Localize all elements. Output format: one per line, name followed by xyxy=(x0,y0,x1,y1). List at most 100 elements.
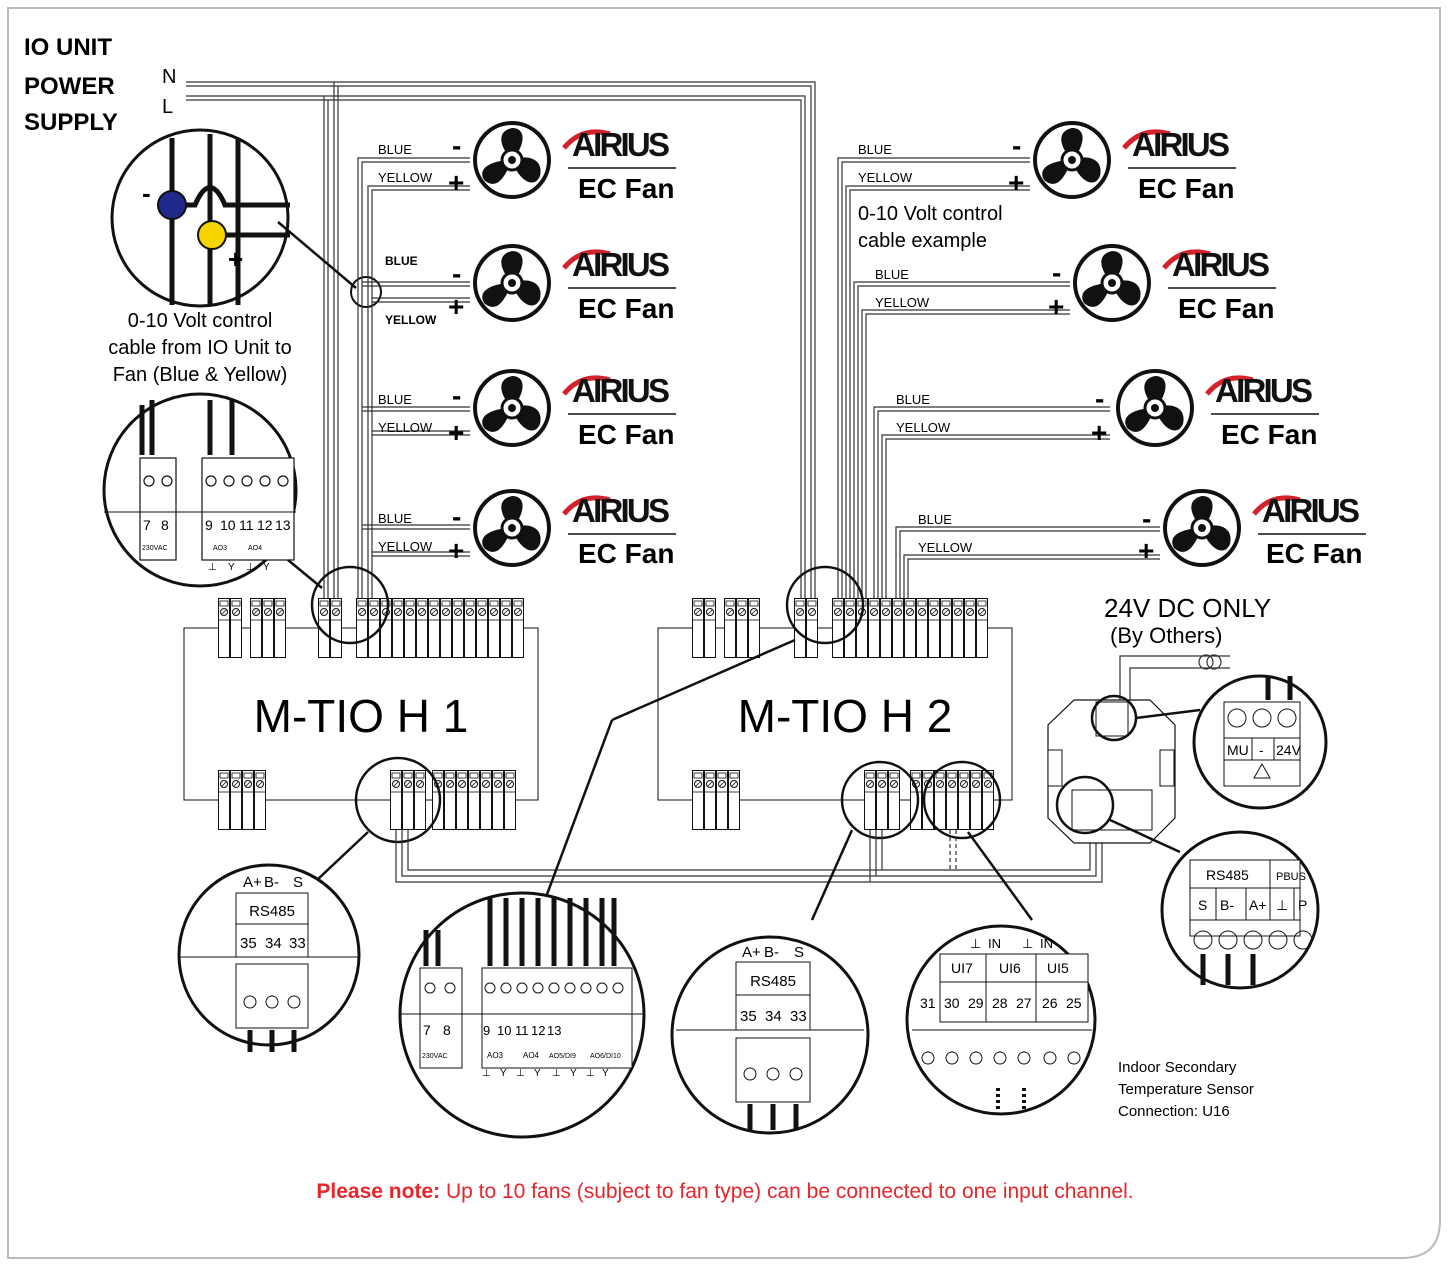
svg-text:AO4: AO4 xyxy=(523,1051,540,1060)
wire-yellow-label: YELLOW xyxy=(918,540,973,555)
wire-yellow-label: YELLOW xyxy=(858,170,913,185)
h1-rs485-zoom-marker xyxy=(354,756,442,844)
fan-icon xyxy=(1163,489,1241,567)
fan-minus: - xyxy=(1052,257,1061,288)
note-bold: Please note: xyxy=(316,1180,441,1203)
wire-yellow-label: YELLOW xyxy=(378,539,433,554)
svg-text:24V: 24V xyxy=(1276,742,1302,758)
svg-text:230VAC: 230VAC xyxy=(422,1053,448,1060)
fan-plus: + xyxy=(1048,291,1064,322)
fan-type-label: EC Fan xyxy=(1138,173,1234,204)
fan-left-2: BLUE YELLOW - + EC Fan xyxy=(385,246,676,327)
unit-h2-label: M-TIO H 2 xyxy=(738,690,953,742)
note-text: Up to 10 fans (subject to fan type) can … xyxy=(440,1180,1134,1203)
svg-text:12: 12 xyxy=(257,517,273,533)
svg-text:MU: MU xyxy=(1227,742,1249,758)
svg-text:230VAC: 230VAC xyxy=(142,545,168,552)
frame-border xyxy=(7,7,1441,1259)
svg-text:UI5: UI5 xyxy=(1047,960,1069,976)
zoom-minus: - xyxy=(142,178,151,208)
fan-right-1: BLUE YELLOW - + EC Fan xyxy=(858,121,1236,204)
svg-text:AO4: AO4 xyxy=(248,545,262,552)
h2-top-zoom-marker xyxy=(785,565,865,645)
zoom-ui-terminals: ⊥ IN ⊥ IN UI7 UI6 UI5 31 30 29 28 27 26 … xyxy=(905,924,1097,1116)
fan-left-3: BLUE YELLOW - + EC Fan xyxy=(378,369,676,450)
svg-text:11: 11 xyxy=(239,517,254,533)
svg-text:⊥: ⊥ xyxy=(1022,936,1033,951)
svg-text:33: 33 xyxy=(289,935,306,952)
svg-text:Y: Y xyxy=(534,1068,541,1079)
sensor-note-2: Temperature Sensor xyxy=(1118,1081,1254,1098)
fan-plus: + xyxy=(448,417,464,448)
fan-right-3: BLUE YELLOW - + EC Fan xyxy=(896,369,1319,450)
zoom-rs485-h2: A+ B- S RS485 35 34 33 xyxy=(670,935,870,1135)
svg-text:11: 11 xyxy=(515,1023,529,1038)
fan-icon xyxy=(1116,369,1194,447)
fan-plus: + xyxy=(1008,167,1024,198)
airius-logo xyxy=(1207,372,1319,414)
svg-text:7: 7 xyxy=(143,517,151,533)
fan-minus: - xyxy=(452,380,461,411)
svg-text:10: 10 xyxy=(497,1023,511,1038)
right-fan-wires xyxy=(837,157,1160,605)
svg-text:⊥: ⊥ xyxy=(586,1068,595,1079)
fan-type-label: EC Fan xyxy=(578,293,674,324)
supply-title-1: IO UNIT xyxy=(24,34,112,61)
svg-text:30: 30 xyxy=(944,995,960,1011)
unit-h1-label: M-TIO H 1 xyxy=(254,690,469,742)
fan-type-label: EC Fan xyxy=(578,173,674,204)
svg-text:9: 9 xyxy=(483,1023,490,1038)
zoom-rs485-h1: A+ B- S RS485 35 34 33 xyxy=(177,863,361,1052)
fan-type-label: EC Fan xyxy=(1266,538,1362,569)
svg-text:33: 33 xyxy=(790,1008,807,1025)
fan-icon xyxy=(473,489,551,567)
fan-minus: - xyxy=(1095,383,1104,414)
svg-text:31: 31 xyxy=(920,995,936,1011)
wire-blue-label: BLUE xyxy=(378,142,412,157)
zoom-ao-terminals-2: 7 8 9 10 11 12 13 230VAC AO3 AO4 AO5/DI9… xyxy=(398,891,646,1139)
io-unit-h1: M-TIO H 1 xyxy=(183,598,539,830)
left-fan-wires xyxy=(357,157,470,605)
svg-text:10: 10 xyxy=(220,517,236,533)
svg-text:29: 29 xyxy=(968,995,984,1011)
svg-text:IN: IN xyxy=(988,936,1001,951)
svg-text:12: 12 xyxy=(531,1023,545,1038)
fan-type-label: EC Fan xyxy=(1221,419,1317,450)
svg-text:⊥: ⊥ xyxy=(246,562,255,573)
svg-text:13: 13 xyxy=(547,1023,561,1038)
fan-plus: + xyxy=(448,167,464,198)
svg-text:S: S xyxy=(293,874,303,891)
wire-blue-label: BLUE xyxy=(896,392,930,407)
fan-plus: + xyxy=(448,535,464,566)
airius-logo xyxy=(1124,126,1236,168)
svg-text:27: 27 xyxy=(1016,995,1032,1011)
zoom-ao-terminals-1: 7 8 9 10 11 12 13 230VAC AO3 AO4 ⊥ Y ⊥ Y xyxy=(102,392,298,588)
zoom-leader-1 xyxy=(277,221,357,289)
airius-logo xyxy=(564,246,676,288)
h2-rs485-zoom-marker xyxy=(840,760,920,840)
fan-right-4: BLUE YELLOW - + EC Fan xyxy=(918,489,1366,569)
wire-blue-label: BLUE xyxy=(378,511,412,526)
wire-yellow-label: YELLOW xyxy=(378,420,433,435)
svg-text:35: 35 xyxy=(240,935,257,952)
svg-text:UI7: UI7 xyxy=(951,960,973,976)
l-label: L xyxy=(162,96,173,118)
svg-text:7: 7 xyxy=(423,1022,431,1038)
svg-text:B-: B- xyxy=(764,944,779,961)
svg-text:Y: Y xyxy=(570,1068,577,1079)
fan-left-4: BLUE YELLOW - + EC Fan xyxy=(378,489,676,569)
fan-right-2: BLUE YELLOW - + EC Fan xyxy=(875,246,1276,324)
fan-minus: - xyxy=(1142,503,1151,534)
zoom-caption-2: cable from IO Unit to xyxy=(108,337,291,359)
svg-text:35: 35 xyxy=(740,1008,757,1025)
wire-yellow-label: YELLOW xyxy=(385,313,437,327)
wire-blue-label: BLUE xyxy=(918,512,952,527)
fan-minus: - xyxy=(452,130,461,161)
fan-type-label: EC Fan xyxy=(1178,293,1274,324)
svg-text:AO6/DI10: AO6/DI10 xyxy=(590,1053,621,1060)
fan-icon xyxy=(473,121,551,199)
supply-title-3: SUPPLY xyxy=(24,109,118,136)
psu-subtitle: (By Others) xyxy=(1110,623,1222,648)
fan-type-label: EC Fan xyxy=(578,419,674,450)
